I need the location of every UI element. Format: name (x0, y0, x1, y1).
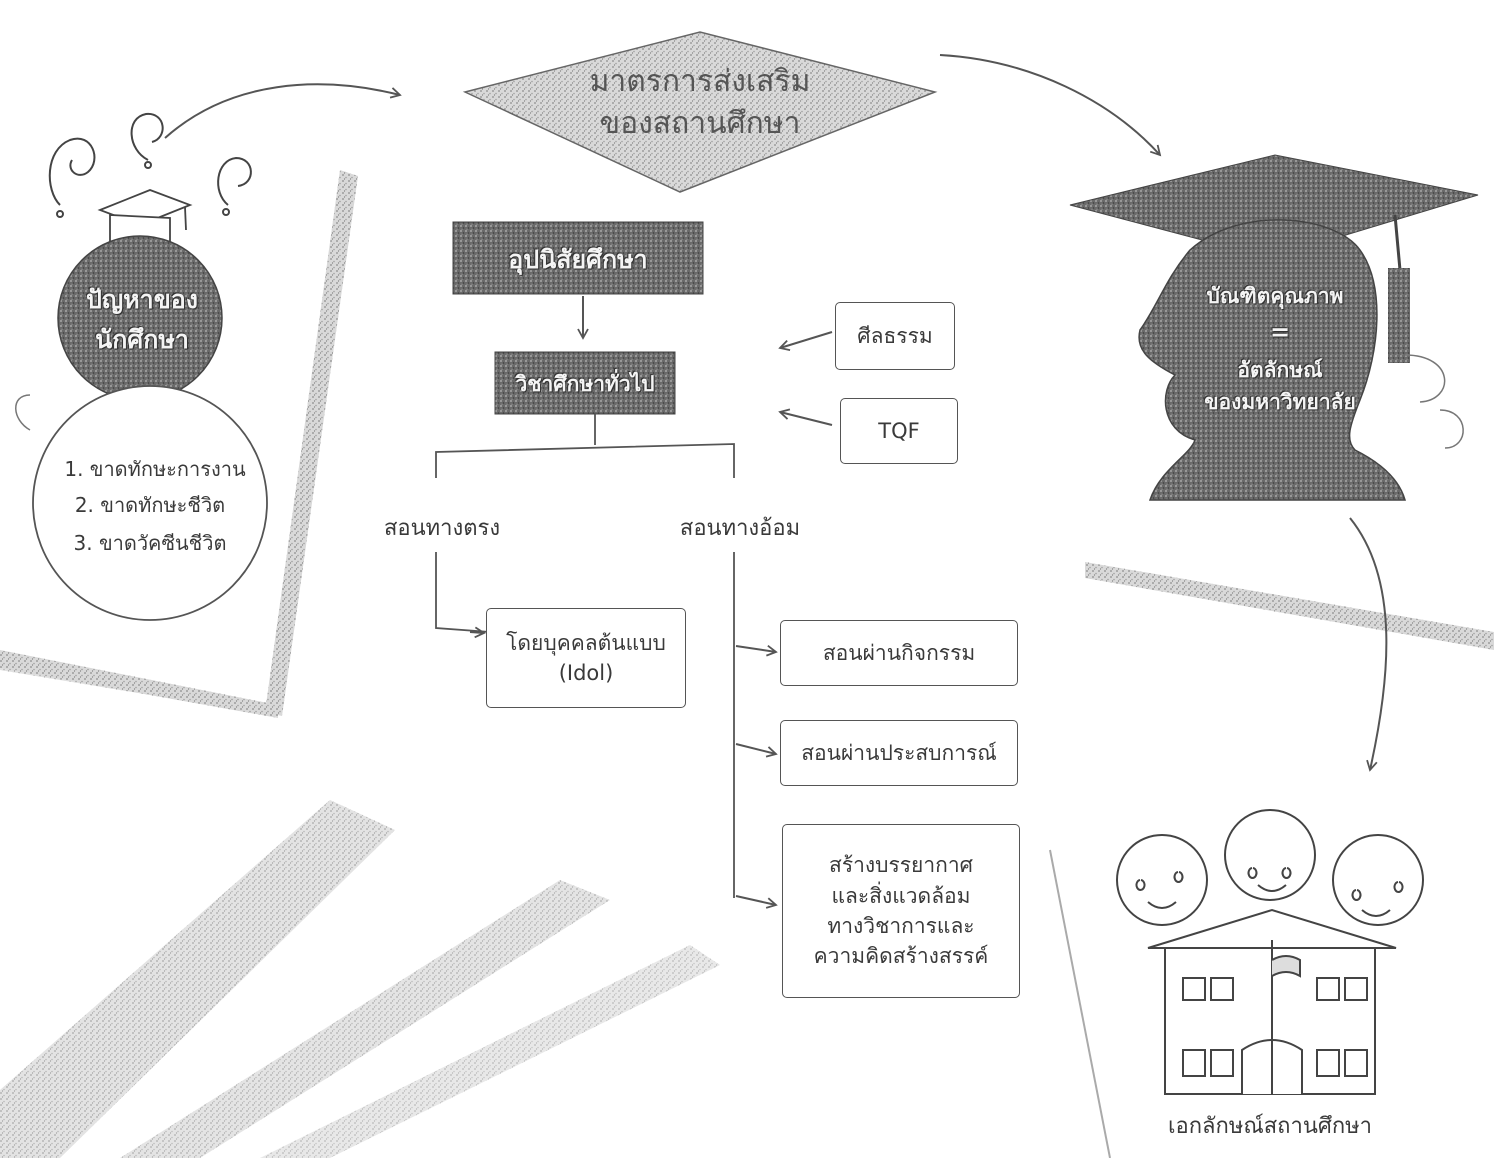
problem-item-2: 2. ขาดทักษะชีวิต (74, 493, 226, 517)
problem-heading-line2: นักศึกษา (95, 325, 189, 354)
flow-arrow-1 (164, 83, 402, 139)
idol-box: โดยบุคคลต้นแบบ (Idol) (486, 608, 686, 708)
atmosphere-line2: และสิ่งแวดล้อม (831, 883, 971, 908)
atmosphere-line3: ทางวิชาการและ (827, 914, 975, 938)
activity-label: สอนผ่านกิจกรรม (822, 640, 976, 665)
title-line1: มาตรการส่งเสริม (589, 64, 811, 99)
title-diamond (462, 31, 938, 193)
graduate-silhouette (1069, 154, 1479, 501)
school-children-icon (1116, 809, 1424, 1095)
step1-label: อุปนิสัยศึกษา (508, 245, 648, 274)
activity-box: สอนผ่านกิจกรรม (780, 620, 1018, 686)
idol-line1: โดยบุคคลต้นแบบ (506, 630, 666, 655)
title-line2: ของสถานศึกษา (599, 106, 801, 141)
atmosphere-line4: ความคิดสร้างสรรค์ (813, 944, 989, 969)
flow-arrow-3 (1349, 517, 1388, 772)
step2-box (494, 351, 676, 415)
experience-label: สอนผ่านประสบการณ์ (801, 740, 997, 765)
arrow-indirect-3 (735, 895, 778, 909)
arrow-indirect-1 (735, 645, 778, 657)
input-morality-box: ศีลธรรม (835, 302, 955, 370)
input-tqf-box: TQF (840, 398, 958, 464)
graduate-line3: อัตลักษณ์ (1237, 358, 1323, 382)
decor-swirl (15, 394, 31, 431)
question-mark-icon (48, 112, 252, 218)
atmosphere-box: สร้างบรรยากาศ และสิ่งแวดล้อม ทางวิชาการแ… (782, 824, 1020, 998)
arrow-input-2 (778, 408, 833, 426)
flow-arrow-2 (939, 54, 1162, 157)
graduate-line4: ของมหาวิทยาลัย (1204, 390, 1356, 414)
arrow-direct (469, 626, 486, 639)
graduate-line2: = (1269, 318, 1291, 346)
branch-indirect-label: สอนทางอ้อม (679, 516, 801, 541)
arrow-input-1 (778, 331, 833, 352)
school-caption: เอกลักษณ์สถานศึกษา (1167, 1114, 1373, 1139)
problem-list-circle (32, 385, 268, 621)
input-morality-label: ศีลธรรม (857, 323, 933, 348)
branch-direct-label: สอนทางตรง (383, 516, 501, 541)
branch-lines (435, 414, 735, 898)
idol-line2: (Idol) (558, 661, 614, 685)
step2-label: วิชาศึกษาทั่วไป (515, 372, 655, 396)
problem-item-1: 1. ขาดทักษะการงาน (64, 457, 246, 481)
step1-box (452, 221, 704, 295)
input-tqf-label: TQF (878, 418, 920, 443)
graduate-line1: บัณฑิตคุณภาพ (1206, 284, 1344, 308)
problem-item-3: 3. ขาดวัคซีนชีวิต (73, 531, 227, 555)
atmosphere-line1: สร้างบรรยากาศ (829, 853, 973, 878)
experience-box: สอนผ่านประสบการณ์ (780, 720, 1018, 786)
problem-heading-line1: ปัญหาของ (86, 285, 198, 314)
arrow-indirect-2 (735, 743, 778, 758)
